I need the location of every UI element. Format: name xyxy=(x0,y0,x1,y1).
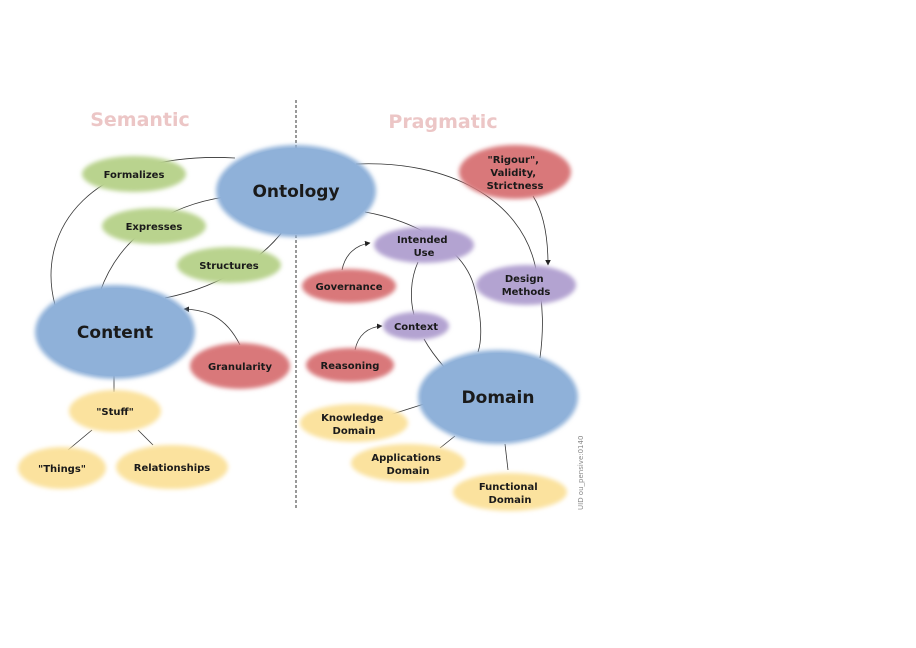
section-label-semantic: Semantic xyxy=(90,109,190,131)
node-formalizes-label: Formalizes xyxy=(104,170,165,181)
node-knowledge-domain-label: Knowledge Domain xyxy=(321,413,387,437)
edge-functional-domain xyxy=(504,443,509,471)
node-functional-domain-line-1: Functional xyxy=(479,482,538,493)
node-things-label: "Things" xyxy=(38,464,86,475)
node-design-methods-line-1: Design xyxy=(505,274,544,285)
edge-content-ontology-outer xyxy=(50,157,236,306)
node-relationships[interactable]: Relationships xyxy=(116,445,228,489)
node-ontology[interactable]: Ontology xyxy=(216,145,376,237)
edge-stuff-things xyxy=(67,429,93,451)
node-expresses[interactable]: Expresses xyxy=(102,208,206,244)
edge-intendeduse-context xyxy=(410,261,419,316)
node-content[interactable]: Content xyxy=(35,285,195,379)
edge-governance-intendeduse xyxy=(341,240,371,271)
node-stuff[interactable]: "Stuff" xyxy=(69,390,161,432)
node-knowledge-domain[interactable]: Knowledge Domain xyxy=(300,404,408,442)
node-things[interactable]: "Things" xyxy=(18,447,106,489)
edge-stuff-relationships xyxy=(137,429,154,446)
node-rigour[interactable]: "Rigour", Validity, Strictness xyxy=(459,145,571,199)
node-design-methods-line-2: Methods xyxy=(502,287,551,298)
credit-label: UID ou_pensive:0140 xyxy=(577,436,585,510)
node-stuff-label: "Stuff" xyxy=(96,407,134,418)
node-rigour-line-1: "Rigour", xyxy=(488,155,539,166)
node-functional-domain[interactable]: Functional Domain xyxy=(453,473,567,511)
node-governance-label: Governance xyxy=(315,282,382,293)
node-granularity[interactable]: Granularity xyxy=(190,343,290,389)
node-intended-use[interactable]: Intended Use xyxy=(374,227,474,263)
node-structures[interactable]: Structures xyxy=(177,247,281,283)
edge-granularity-content xyxy=(183,306,241,346)
node-design-methods[interactable]: Design Methods xyxy=(476,265,576,305)
node-granularity-label: Granularity xyxy=(208,362,272,373)
edge-rigour-design xyxy=(532,195,551,266)
node-applications-domain-line-1: Applications xyxy=(371,453,441,464)
node-functional-domain-label: Functional Domain xyxy=(479,482,541,506)
node-rigour-line-2: Validity, xyxy=(490,168,536,179)
edge-applications-domain xyxy=(439,435,456,449)
node-intended-use-line-2: Use xyxy=(414,248,435,259)
node-domain[interactable]: Domain xyxy=(418,350,578,444)
node-reasoning-label: Reasoning xyxy=(321,361,380,372)
node-intended-use-label: Intended Use xyxy=(397,235,451,259)
section-label-pragmatic: Pragmatic xyxy=(388,111,497,133)
node-governance[interactable]: Governance xyxy=(302,269,396,303)
edge-ontology-intendeduse xyxy=(364,211,482,353)
node-domain-label: Domain xyxy=(462,388,535,408)
node-structures-label: Structures xyxy=(199,261,259,272)
node-rigour-line-3: Strictness xyxy=(487,181,544,192)
edge-reasoning-context xyxy=(354,323,383,351)
node-formalizes[interactable]: Formalizes xyxy=(82,156,186,192)
node-content-label: Content xyxy=(77,323,153,343)
node-expresses-label: Expresses xyxy=(126,222,183,233)
node-reasoning[interactable]: Reasoning xyxy=(306,348,394,382)
node-intended-use-line-1: Intended xyxy=(397,235,448,246)
node-applications-domain[interactable]: Applications Domain xyxy=(351,444,465,482)
node-applications-domain-label: Applications Domain xyxy=(371,453,444,477)
node-context[interactable]: Context xyxy=(383,312,449,340)
edge-ontology-domain-outer xyxy=(355,163,543,359)
node-relationships-label: Relationships xyxy=(134,463,211,474)
node-context-label: Context xyxy=(394,322,438,333)
node-design-methods-label: Design Methods xyxy=(502,274,551,298)
node-ontology-label: Ontology xyxy=(252,182,339,202)
node-applications-domain-line-2: Domain xyxy=(387,466,430,477)
node-knowledge-domain-line-1: Knowledge xyxy=(321,413,384,424)
node-functional-domain-line-2: Domain xyxy=(489,495,532,506)
node-rigour-label: "Rigour", Validity, Strictness xyxy=(487,155,544,192)
node-knowledge-domain-line-2: Domain xyxy=(333,426,376,437)
